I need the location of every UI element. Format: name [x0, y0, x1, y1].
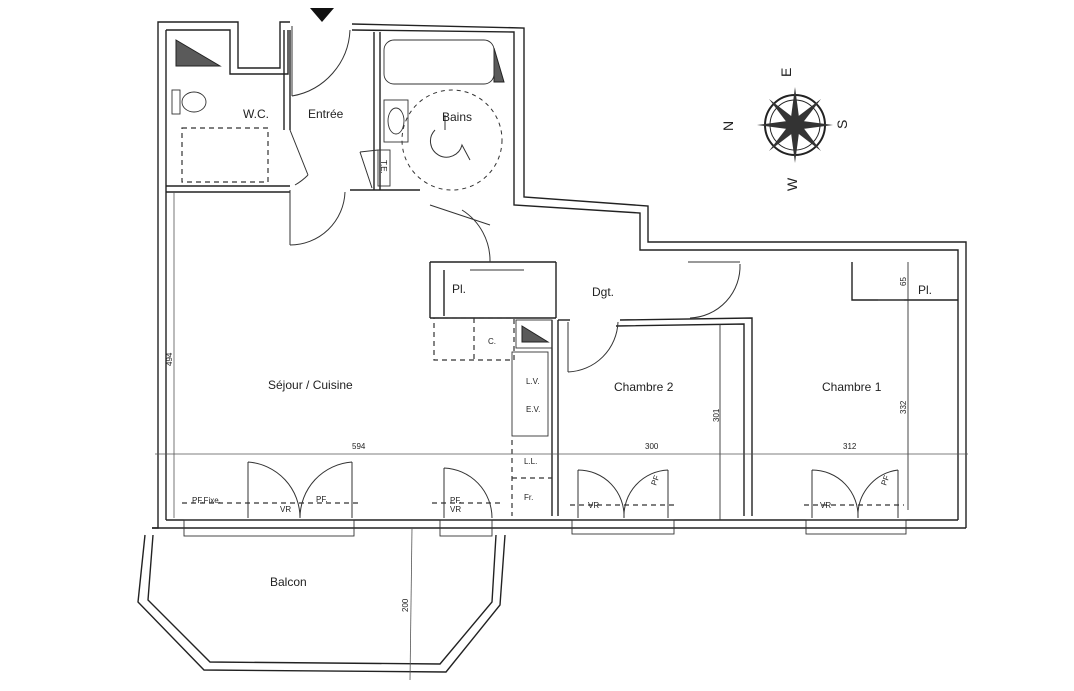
compass-rose-icon: N E S W: [720, 68, 850, 191]
toilet-icon: [181, 91, 207, 113]
pf-sejour-label: PF.: [316, 495, 328, 504]
room-label-chambre1: Chambre 1: [822, 380, 882, 394]
evier-label: E.V.: [526, 405, 540, 414]
doors: [182, 26, 907, 537]
duct-icon: [493, 47, 505, 83]
vr-ch2-label: VR: [588, 501, 599, 510]
vr-ch1-label: VR: [820, 501, 831, 510]
duct-icon: [175, 39, 222, 67]
duct-icon: [521, 325, 550, 343]
pf-ch2-label: PF: [649, 474, 661, 487]
dim-placard-depth: 65: [899, 277, 908, 286]
fixtures: [171, 39, 904, 516]
pf-fixe-label: PF.Fixe.: [192, 496, 221, 505]
dim-ch2-width: 300: [645, 442, 659, 451]
cuisson-label: C.: [488, 337, 496, 346]
room-label-balcon: Balcon: [270, 575, 307, 589]
entrance-arrow-icon: [310, 8, 334, 22]
wheelchair-icon: [429, 115, 471, 161]
dim-sejour-width: 594: [352, 442, 366, 451]
lave-linge-label: L.L.: [524, 457, 537, 466]
interior-walls: [166, 30, 958, 520]
compass-e: E: [778, 68, 794, 77]
compass-s: S: [834, 120, 850, 129]
turning-circle: [401, 89, 503, 191]
placard-right-label: Pl.: [918, 283, 932, 297]
placard-left-label: Pl.: [452, 282, 466, 296]
pf-small-label: PF.: [450, 496, 462, 505]
dim-balcon-depth: 200: [401, 598, 410, 612]
dimension-lines: [155, 192, 968, 681]
dim-ch1-width: 312: [843, 442, 857, 451]
pf-ch1-label: PF: [879, 474, 891, 487]
room-label-chambre2: Chambre 2: [614, 380, 674, 394]
room-label-sejour: Séjour / Cuisine: [268, 378, 353, 392]
compass-n: N: [720, 121, 736, 131]
dim-ch1-depth: 332: [899, 400, 908, 414]
lave-vaisselle-label: L.V.: [526, 377, 540, 386]
frigo-label: Fr.: [524, 493, 533, 502]
dim-sejour-depth: 494: [165, 352, 174, 366]
room-label-bains: Bains: [442, 110, 472, 124]
room-label-dgt: Dgt.: [592, 285, 614, 299]
dim-ch2-depth: 301: [712, 408, 721, 422]
room-label-wc: W.C.: [243, 107, 269, 121]
outer-walls: [152, 21, 967, 529]
compass-w: W: [784, 177, 800, 191]
tableau-label: T.E.: [379, 160, 388, 174]
vr-small-label: VR: [450, 505, 461, 514]
vr-sejour-label: VR: [280, 505, 291, 514]
room-label-entree: Entrée: [308, 107, 344, 121]
balcony: [137, 534, 506, 673]
bathtub-icon: [383, 39, 495, 85]
washbasin-icon: [383, 99, 409, 143]
